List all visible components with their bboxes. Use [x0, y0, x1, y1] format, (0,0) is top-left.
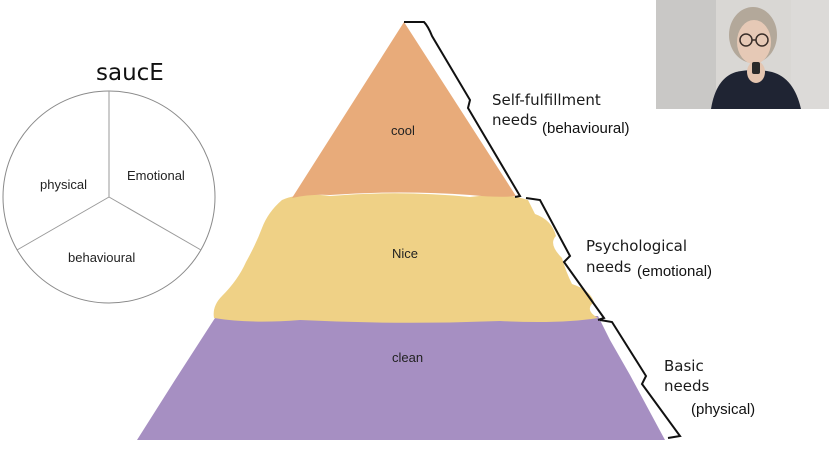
bracket-label-top-line1: Self-fulfillment [492, 91, 601, 109]
person-video-icon [656, 0, 829, 109]
pyramid-tier-bottom [137, 316, 665, 440]
bracket-top [404, 21, 522, 198]
pie-divider-right [108, 196, 202, 251]
pie-divider-left [16, 196, 110, 251]
bracket-label-bottom-line1: Basic [664, 357, 704, 375]
tier-label-top: cool [391, 123, 415, 138]
pie-label-behavioural: behavioural [68, 250, 136, 265]
bracket-note-bottom: (physical) [691, 401, 756, 418]
pie-label-physical: physical [40, 177, 87, 192]
pie-label-emotional: Emotional [127, 168, 185, 183]
bracket-label-bottom-line2: needs [664, 377, 710, 395]
bracket-label-middle-line1: Psychological [586, 237, 688, 255]
pyramid-tier-top [292, 22, 516, 198]
slide-title: saucE [96, 60, 164, 86]
webcam-overlay [656, 0, 829, 109]
tier-label-bottom: clean [392, 350, 424, 365]
bracket-note-top: (behavioural) [542, 120, 630, 137]
bracket-label-top-line2: needs [492, 111, 538, 129]
bracket-label-middle-line2: needs [586, 258, 632, 276]
tier-label-middle: Nice [392, 246, 419, 261]
bracket-bottom [599, 319, 682, 439]
pyramid-tier-middle [213, 193, 598, 323]
bracket-middle [525, 197, 606, 321]
bracket-note-middle: (emotional) [637, 263, 713, 280]
